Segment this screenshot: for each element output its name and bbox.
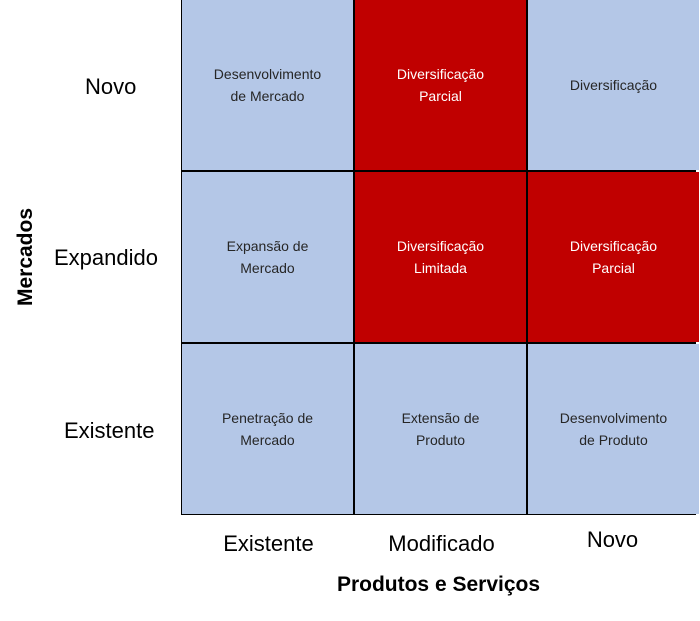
row-label-novo: Novo [85, 74, 137, 99]
matrix-cell-r1c3: Diversificação [528, 0, 699, 170]
col-label-modificado: Modificado [388, 531, 495, 556]
y-axis-title: Mercados [14, 207, 37, 307]
row-label-existente: Existente [64, 418, 155, 443]
x-axis-title: Produtos e Serviços [336, 573, 541, 596]
col-label-existente: Existente [223, 531, 314, 556]
row-label-expandido: Expandido [54, 245, 158, 270]
col-label-novo: Novo [586, 527, 639, 552]
